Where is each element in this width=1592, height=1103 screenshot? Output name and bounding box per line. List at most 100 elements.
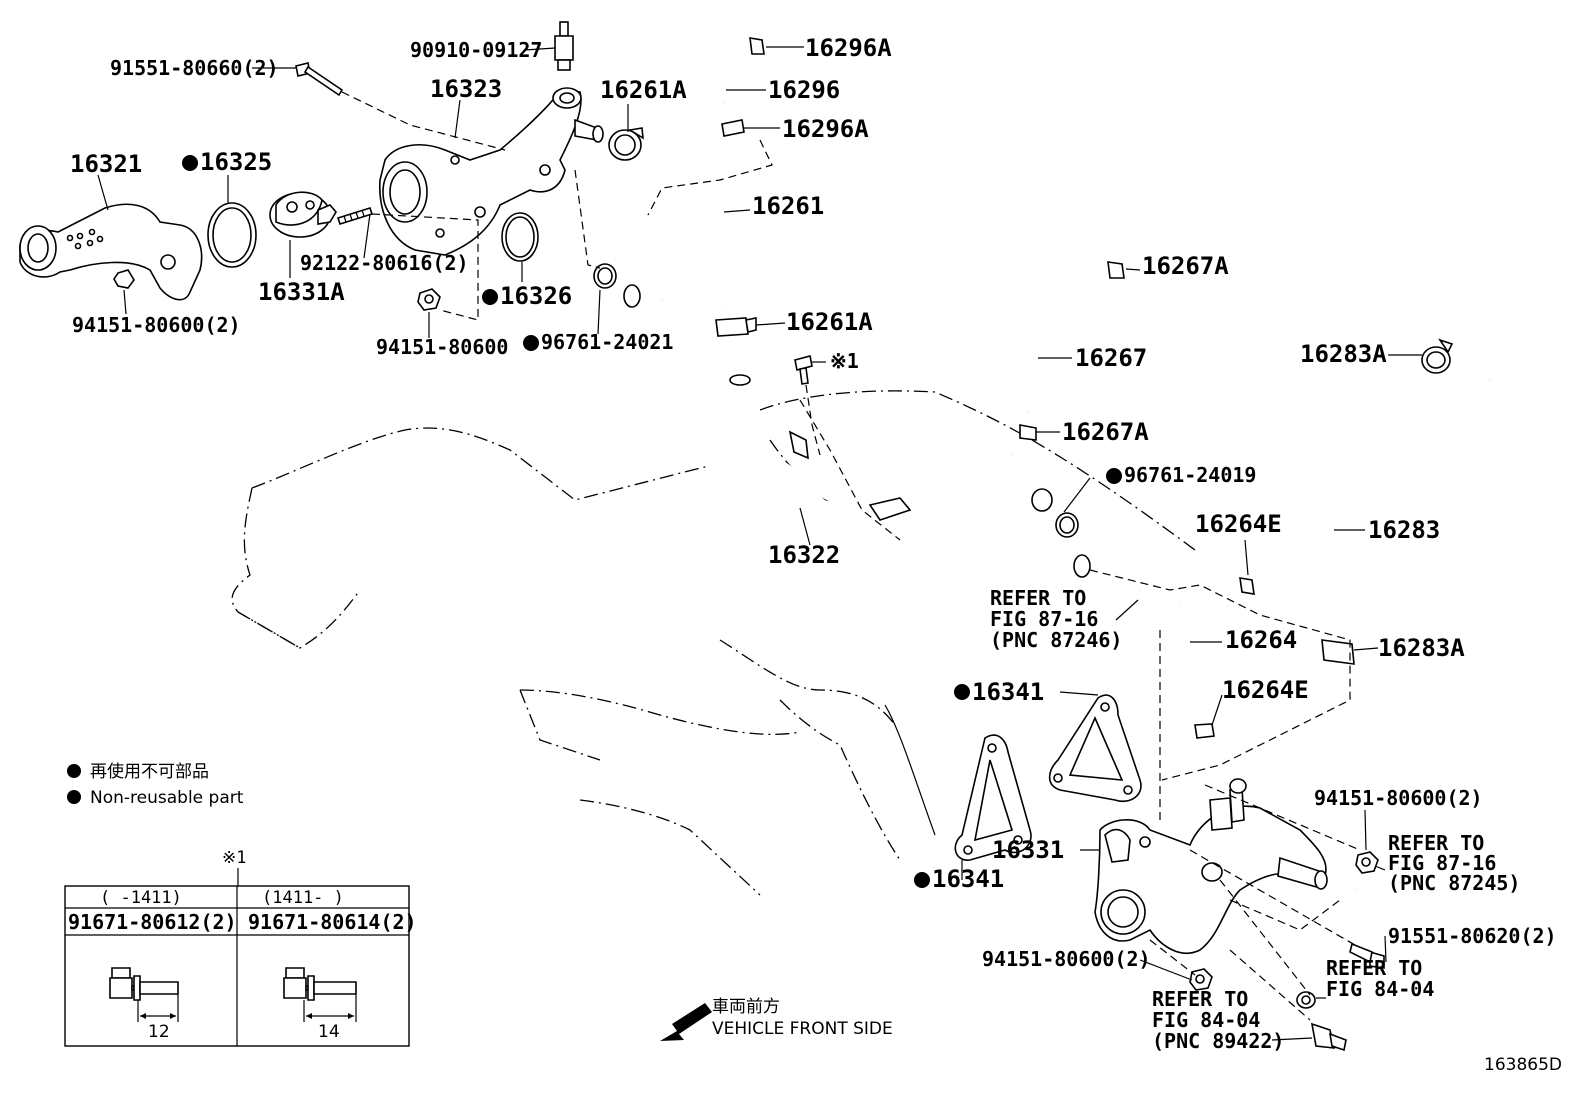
- label-16283: 16283: [1368, 516, 1440, 544]
- non-reusable-dot: [182, 155, 198, 171]
- label-16296: 16296: [768, 76, 840, 104]
- gasket-16341-top: [1048, 694, 1142, 802]
- pipe-refer2: [1351, 880, 1396, 916]
- label-refer4-line2: FIG 84-04: [1152, 1008, 1260, 1032]
- nuts-94151-c: [1355, 851, 1379, 874]
- clamp-16261A-bot: [715, 317, 757, 337]
- water-inlet-16331: [1094, 778, 1328, 955]
- label-refer1-line1: REFER TO: [990, 586, 1086, 610]
- label-16331: 16331: [992, 836, 1064, 864]
- label-refer1-line3: (PNC 87246): [990, 628, 1122, 652]
- flange-bolt-12-icon: [109, 967, 179, 1022]
- hose-16261: [653, 147, 739, 308]
- nut-icon: [113, 269, 135, 289]
- bolt-note1: [794, 355, 813, 385]
- flange-bolt-14-icon: [283, 967, 357, 1022]
- bleeder-90910: [554, 21, 574, 71]
- table-col2-part: 91671-80614(2): [248, 910, 417, 934]
- label-94151-80600-c: 94151-80600(2): [1314, 786, 1483, 810]
- label-16323: 16323: [430, 75, 502, 103]
- label-16267: 16267: [1075, 344, 1147, 372]
- label-16267A-top: 16267A: [1142, 252, 1229, 280]
- gasket-16341-bot: [954, 734, 1032, 861]
- label-refer1-line2: FIG 87-16: [990, 607, 1098, 631]
- table-col1-part: 91671-80612(2): [68, 910, 237, 934]
- stud-92122: [336, 207, 374, 225]
- non-reusable-dot: [67, 764, 81, 778]
- label-refer2-line3: (PNC 87245): [1388, 871, 1520, 895]
- label-16341-top: 16341: [972, 678, 1044, 706]
- label-note1: ※1: [830, 349, 859, 373]
- non-reusable-dot: [914, 872, 930, 888]
- label-16261A-top: 16261A: [600, 76, 687, 104]
- table-col1-range: ( -1411): [100, 888, 182, 908]
- gasket-16325: [207, 202, 257, 268]
- label-90910-09127: 90910-09127: [410, 38, 542, 62]
- label-96761-24021: 96761-24021: [541, 330, 673, 354]
- label-16322: 16322: [768, 541, 840, 569]
- oring-96761-24019: [1055, 512, 1079, 538]
- gasket-16326: [501, 212, 539, 262]
- hose-16283: [1301, 338, 1527, 665]
- table-col1-dim: 12: [148, 1022, 170, 1042]
- label-94151-80600-b: 94151-80600: [376, 335, 508, 359]
- non-reusable-dot: [954, 684, 970, 700]
- vehicle-front-indicator: 車両前方 VEHICLE FRONT SIDE: [660, 997, 893, 1041]
- label-16341-bot: 16341: [932, 865, 1004, 893]
- label-94151-80600-a: 94151-80600(2): [72, 313, 241, 337]
- nut-94151-b: [417, 288, 441, 311]
- table-col2-range: (1411- ): [262, 888, 344, 908]
- label-16283A-bot: 16283A: [1378, 634, 1465, 662]
- label-refer2-line1: REFER TO: [1388, 831, 1484, 855]
- washer-refer3: [1296, 991, 1316, 1009]
- hose-16267: [1019, 261, 1125, 441]
- bolt-table: ※1 ( -1411) (1411- ) 91671-80612(2) 9167…: [64, 848, 417, 1047]
- thermostat-16331A: [269, 191, 337, 238]
- label-16261: 16261: [752, 192, 824, 220]
- label-92122-80616: 92122-80616(2): [300, 251, 469, 275]
- table-col2-dim: 14: [318, 1022, 340, 1042]
- oring-96761-24021: [593, 263, 617, 289]
- sensor-refer4: [1310, 1022, 1347, 1052]
- clamp-16261A-top: [608, 127, 644, 161]
- label-16331A: 16331A: [258, 278, 345, 306]
- label-16264: 16264: [1225, 626, 1297, 654]
- assembly-lines: [341, 91, 1361, 1021]
- label-94151-80600-d: 94151-80600(2): [982, 947, 1151, 971]
- engine-outline: [231, 390, 1196, 896]
- non-reusable-dot: [482, 289, 498, 305]
- label-refer4-line3: (PNC 89422): [1152, 1029, 1284, 1053]
- front-jp: 車両前方: [712, 997, 780, 1017]
- label-16264E-top: 16264E: [1195, 510, 1282, 538]
- label-91551-80620: 91551-80620(2): [1388, 924, 1557, 948]
- non-reusable-dot: [1106, 468, 1122, 484]
- housing-16323: [379, 87, 604, 256]
- hose-16296: [707, 37, 765, 137]
- table-mark: ※1: [222, 848, 246, 868]
- non-reusable-dot: [523, 335, 539, 351]
- label-16261A-bot: 16261A: [786, 308, 873, 336]
- label-refer3-line2: FIG 84-04: [1326, 977, 1434, 1001]
- label-16264E-bot: 16264E: [1222, 676, 1309, 704]
- label-refer4-line1: REFER TO: [1152, 987, 1248, 1011]
- legend-jp: 再使用不可部品: [90, 761, 209, 782]
- label-91551-80660: 91551-80660(2): [110, 56, 279, 80]
- label-refer2-line2: FIG 87-16: [1388, 851, 1496, 875]
- pipe-16322: [623, 213, 1091, 579]
- nut-94151-d: [1189, 968, 1213, 991]
- diagram-id: 163865D: [1484, 1055, 1562, 1075]
- hose-16264: [1136, 577, 1255, 739]
- non-reusable-dot: [67, 790, 81, 804]
- legend-en: Non-reusable part: [90, 788, 244, 808]
- bolt-91551-80620: [1349, 942, 1385, 969]
- label-16321: 16321: [70, 150, 142, 178]
- label-16296A-top: 16296A: [805, 34, 892, 62]
- part-labels: 91551-80660(2) 90910-09127 16323 16296A …: [70, 34, 1562, 1075]
- label-16283A-top: 16283A: [1300, 340, 1387, 368]
- front-arrow-icon: [660, 1003, 712, 1041]
- legend: 再使用不可部品 Non-reusable part: [67, 761, 244, 808]
- label-16325: 16325: [200, 148, 272, 176]
- label-16326: 16326: [500, 282, 572, 310]
